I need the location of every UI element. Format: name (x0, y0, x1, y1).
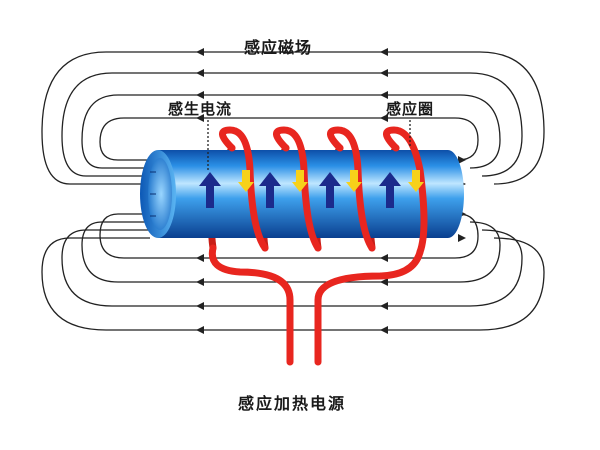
coil-current-arrow-icon (408, 170, 424, 192)
field-arrow-icon (196, 254, 204, 262)
coil-current-arrows (238, 170, 424, 192)
field-arrow-icon (380, 302, 388, 310)
field-arrow-icon (380, 91, 388, 99)
current-arrow-icon (259, 172, 281, 208)
current-arrow-icon (319, 172, 341, 208)
field-loop-lower-2 (81, 221, 501, 283)
field-arrow-icon (458, 156, 466, 164)
field-arrow-icon (196, 48, 204, 56)
power-source-label: 感应加热电源 (238, 394, 347, 413)
field-arrow-icon (196, 69, 204, 77)
coil-current-arrow-icon (292, 170, 308, 192)
field-loop-upper-2 (81, 94, 501, 169)
leader-lines (207, 120, 411, 172)
field-arrow-icon (380, 69, 388, 77)
field-loop-upper-1 (99, 117, 479, 161)
coil-current-arrow-icon (346, 170, 362, 192)
field-arrow-icon (380, 114, 388, 122)
field-arrow-icon (380, 278, 388, 286)
induction-coil-label: 感应圈 (386, 100, 435, 118)
field-arrow-icon (458, 234, 466, 242)
field-arrow-icon (380, 48, 388, 56)
induced-current-label: 感生电流 (168, 100, 233, 118)
field-loop-upper-3 (61, 72, 523, 177)
current-arrow-icon (379, 172, 401, 208)
field-arrow-icon (196, 91, 204, 99)
field-arrow-icon (380, 326, 388, 334)
field-loop-lower-3 (61, 229, 523, 307)
magnetic-field-lines (41, 51, 545, 331)
field-arrow-icon (196, 114, 204, 122)
coil-front (208, 126, 428, 366)
field-loop-upper-4 (41, 51, 545, 185)
field-arrow-icon (196, 278, 204, 286)
coil-current-arrow-icon (238, 170, 254, 192)
induced-current-arrows (199, 172, 401, 208)
magnetic-field-label: 感应磁场 (244, 38, 313, 57)
field-arrow-icon (380, 254, 388, 262)
current-arrow-icon (199, 172, 221, 208)
field-arrow-icon (196, 302, 204, 310)
field-arrow-icon (196, 326, 204, 334)
